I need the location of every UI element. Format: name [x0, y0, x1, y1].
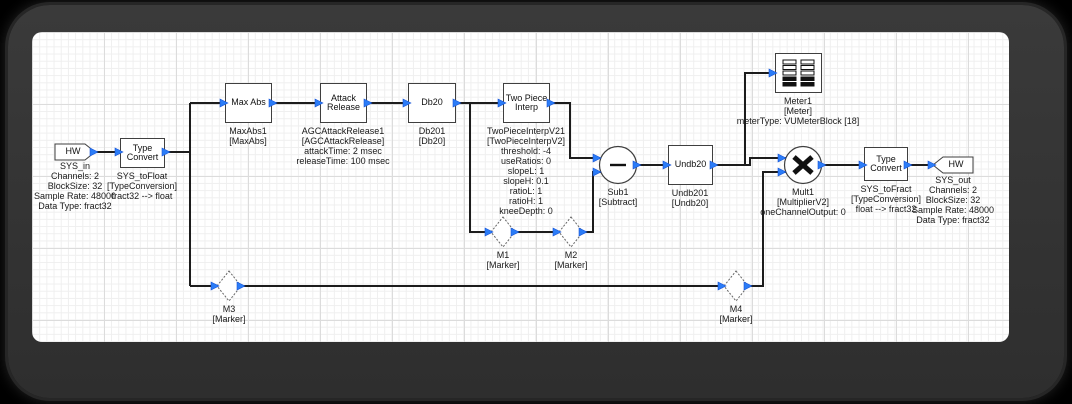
block-db20[interactable]: Db20 — [408, 83, 456, 123]
label-line: M4 — [729, 304, 743, 314]
label-line: slopeH: 0.1 — [503, 176, 549, 186]
wire — [550, 102, 600, 159]
label-line: BlockSize: 32 — [925, 195, 981, 205]
label-line: [MultiplierV2] — [776, 197, 830, 207]
diagram-canvas[interactable]: Type Convert Max Abs Attack Release Db20… — [32, 32, 1009, 342]
block-label-type-convert-in: SYS_toFloat [TypeConversion] fract32 -->… — [72, 171, 212, 201]
block-label-sys-in: SYS_in Channels: 2 BlockSize: 32 Sample … — [32, 161, 145, 211]
wire — [713, 157, 786, 166]
marker-label-m3: M3 [Marker] — [159, 304, 299, 324]
label-line: Undb201 — [671, 188, 709, 198]
label-line: SYS_toFract — [860, 184, 912, 194]
window-frame: Type Convert Max Abs Attack Release Db20… — [8, 5, 1064, 398]
block-label-undb20: Undb201 [Undb20] — [620, 188, 760, 208]
label-line: Channels: 2 — [928, 185, 978, 195]
label-line: AGCAttackRelease1 — [301, 126, 385, 136]
label-line: [TypeConversion] — [850, 194, 922, 204]
block-title: Max Abs — [231, 97, 266, 108]
label-line: ratioH: 1 — [508, 196, 543, 206]
block-label-db20: Db201 [Db20] — [362, 126, 502, 146]
label-line: SYS_out — [935, 175, 971, 185]
block-meter1[interactable] — [775, 53, 822, 93]
label-line: M3 — [222, 304, 236, 314]
wires-group — [93, 72, 933, 287]
block-label-attack-release: AGCAttackRelease1 [AGCAttackRelease] att… — [273, 126, 413, 166]
label-line: fract32 --> float — [111, 191, 173, 201]
label-line: BlockSize: 32 — [47, 181, 103, 191]
block-label-type-convert-out: SYS_toFract [TypeConversion] float --> f… — [816, 184, 956, 214]
label-line: M1 — [496, 250, 510, 260]
label-line: [Subtract] — [598, 197, 638, 207]
block-type-convert-in[interactable]: Type Convert — [120, 138, 165, 168]
label-line: useRatios: 0 — [500, 156, 552, 166]
label-line: kneeDepth: 0 — [499, 206, 553, 216]
block-title: Attack Release — [326, 92, 361, 112]
wire — [748, 171, 786, 287]
label-line: float --> fract32 — [855, 204, 917, 214]
marker-label-m1: M1 [Marker] — [433, 250, 573, 270]
label-line: Sample Rate: 48000 — [911, 205, 995, 215]
label-line: slopeL: 1 — [507, 166, 545, 176]
block-max-abs[interactable]: Max Abs — [225, 83, 272, 123]
block-label-max-abs: MaxAbs1 [MaxAbs] — [178, 126, 318, 146]
block-title: Db20 — [421, 97, 443, 108]
label-line: ratioL: 1 — [509, 186, 543, 196]
label-line: Data Type: fract32 — [916, 215, 990, 225]
label-line: Sub1 — [607, 187, 629, 197]
block-attack-release[interactable]: Attack Release — [320, 83, 367, 123]
label-line: [TwoPieceInterpV2] — [486, 136, 566, 146]
marker-label-m4: M4 [Marker] — [666, 304, 806, 324]
label-line: attackTime: 2 msec — [304, 146, 382, 156]
label-line: SYS_in — [59, 161, 91, 171]
label-line: meterType: VUMeterBlock [18] — [736, 116, 860, 126]
block-undb20[interactable]: Undb20 — [668, 145, 713, 185]
block-label-two-piece-interp: TwoPieceInterpV21 [TwoPieceInterpV2] thr… — [456, 126, 596, 216]
label-line: [Marker] — [554, 260, 588, 270]
block-title: Two Piece Interp — [505, 92, 548, 112]
block-label-mult1: Mult1 [MultiplierV2] oneChannelOutput: 0 — [733, 187, 873, 217]
label-line: M2 — [564, 250, 578, 260]
label-line: threshold: -4 — [500, 146, 552, 156]
label-line: [MaxAbs] — [229, 136, 267, 146]
marker-label-m2: M2 [Marker] — [501, 250, 641, 270]
block-title: Type Convert — [126, 142, 159, 162]
label-line: Db201 — [418, 126, 446, 136]
block-two-piece-interp[interactable]: Two Piece Interp — [503, 83, 550, 123]
label-line: [Marker] — [212, 314, 246, 324]
label-line: [TypeConversion] — [106, 181, 178, 191]
label-line: oneChannelOutput: 0 — [760, 207, 846, 217]
block-title-sys-in: HW — [65, 146, 81, 157]
label-line: Channels: 2 — [50, 171, 100, 181]
block-title-sys-out: HW — [948, 159, 964, 170]
label-line: [Meter] — [783, 106, 812, 116]
wire — [469, 103, 491, 233]
label-line: SYS_toFloat — [116, 171, 168, 181]
label-line: [Marker] — [486, 260, 520, 270]
block-title: Type Convert — [870, 153, 902, 173]
label-line: [Undb20] — [671, 198, 709, 208]
wire-layer — [93, 72, 933, 287]
label-line: [AGCAttackRelease] — [301, 136, 385, 146]
label-line: MaxAbs1 — [229, 126, 267, 136]
label-line: TwoPieceInterpV21 — [486, 126, 566, 136]
label-line: Mult1 — [791, 187, 814, 197]
wire — [744, 72, 775, 165]
block-label-sub1: Sub1 [Subtract] — [548, 187, 688, 207]
label-line: [Db20] — [418, 136, 446, 146]
block-label-meter1: Meter1 [Meter] meterType: VUMeterBlock [… — [713, 96, 883, 126]
label-line: releaseTime: 100 msec — [296, 156, 390, 166]
label-line: [Marker] — [719, 314, 753, 324]
label-line: Data Type: fract32 — [38, 201, 112, 211]
label-line: Meter1 — [783, 96, 812, 106]
label-line: Sample Rate: 48000 — [33, 191, 117, 201]
block-type-convert-out[interactable]: Type Convert — [864, 147, 908, 181]
block-label-sys-out: SYS_out Channels: 2 BlockSize: 32 Sample… — [898, 175, 1008, 225]
block-title: Undb20 — [674, 159, 707, 170]
